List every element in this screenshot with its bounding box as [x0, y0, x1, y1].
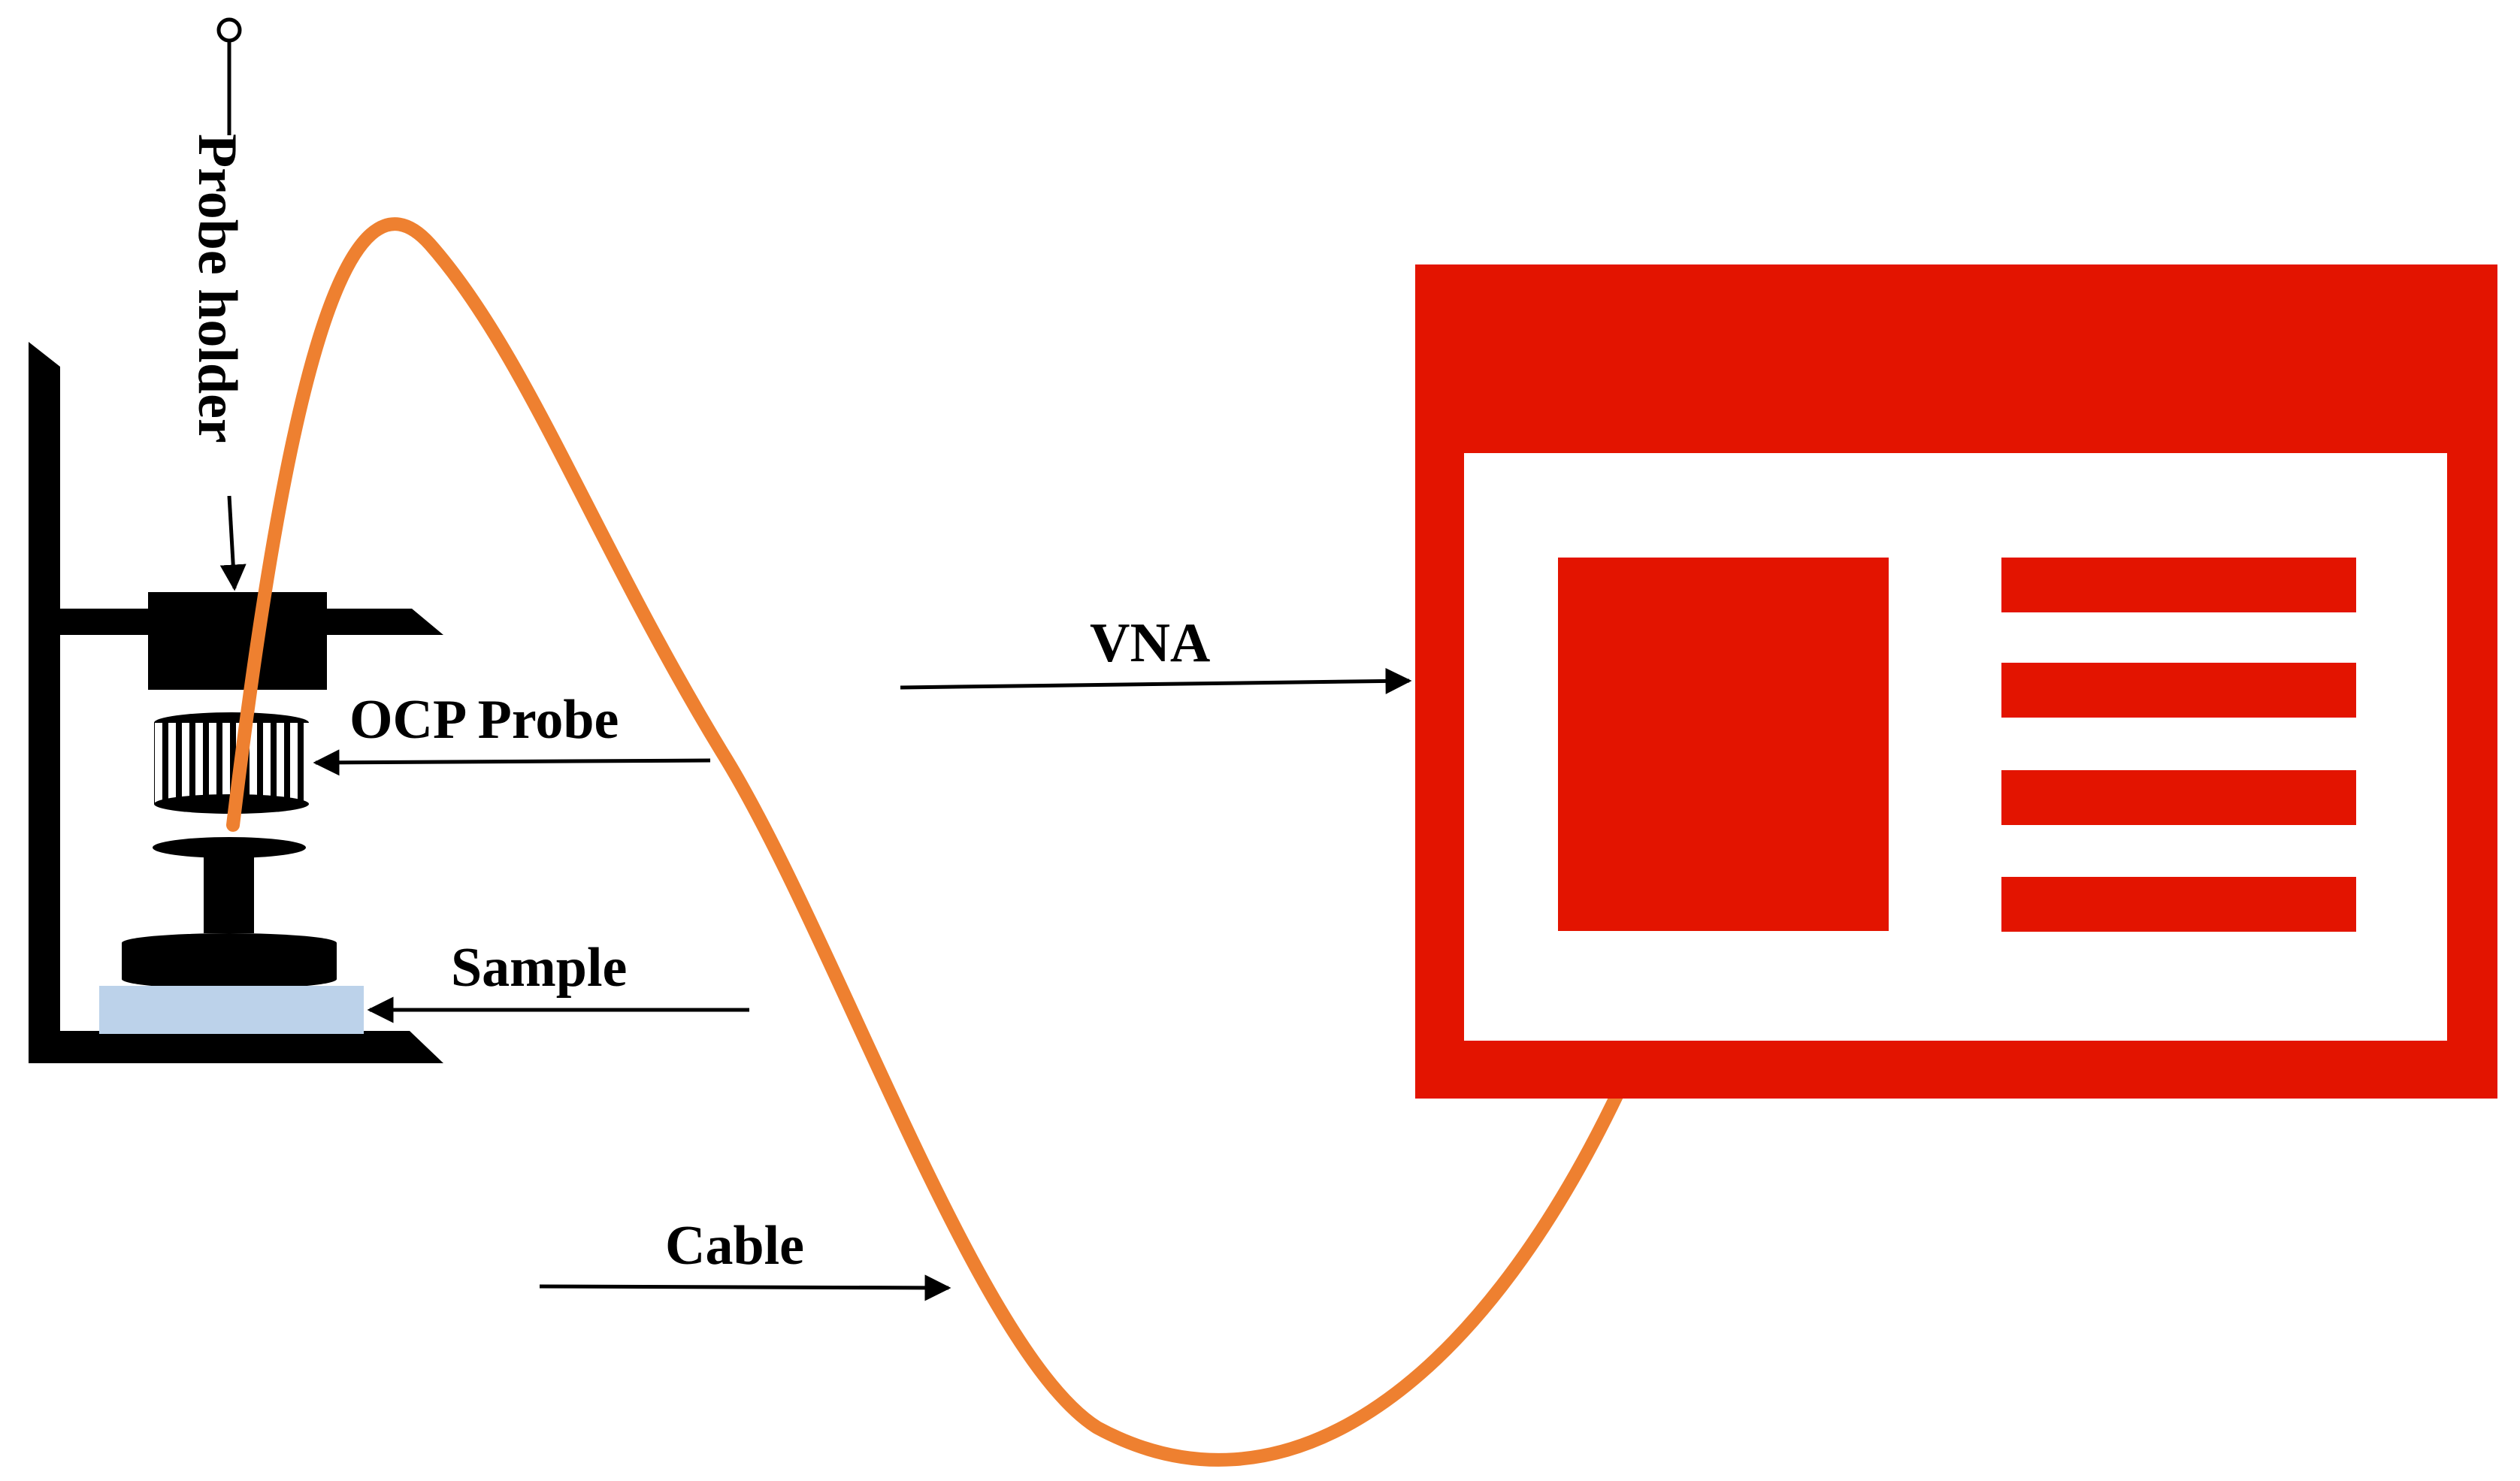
vna-line-1	[2001, 558, 2356, 612]
ocp-probe	[154, 712, 309, 814]
cable	[226, 217, 1626, 1467]
stage-disc	[122, 933, 337, 989]
probe-holder-knob	[216, 17, 242, 43]
probe-station	[29, 17, 443, 1063]
vna-label: VNA	[1090, 612, 1210, 674]
ocp-probe-label: OCP Probe	[349, 689, 619, 751]
stage-plate-top	[153, 837, 306, 858]
vna-arrow	[900, 667, 1412, 694]
vna-device	[1415, 264, 2497, 1099]
probe-holder-label: Probe holder	[186, 134, 248, 443]
sample-base	[99, 986, 364, 1034]
ocp-probe-arrow	[313, 749, 711, 776]
probe-holder-arrow	[219, 495, 247, 591]
vna-line-2	[2001, 663, 2356, 718]
sample-label: Sample	[451, 937, 627, 999]
cable-label: Cable	[665, 1215, 804, 1277]
vna-display-square	[1558, 558, 1889, 931]
vna-line-4	[2001, 877, 2356, 932]
vna-line-3	[2001, 770, 2356, 825]
probe-holder-block	[148, 592, 327, 690]
stage-post	[204, 857, 254, 933]
cable-arrow	[539, 1274, 951, 1301]
